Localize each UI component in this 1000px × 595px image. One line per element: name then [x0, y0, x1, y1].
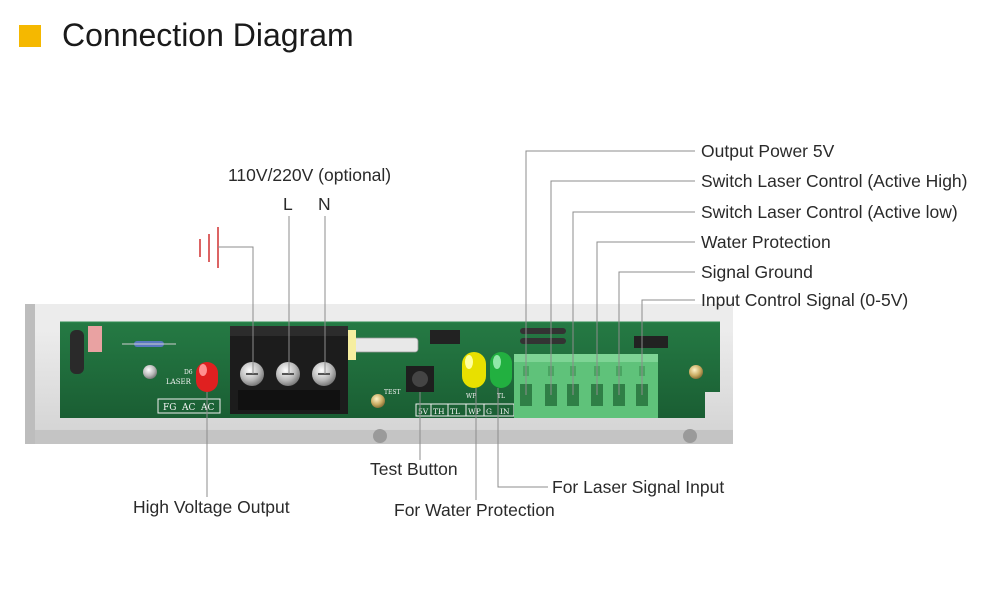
- pcb-pin-text-1: TH: [433, 407, 445, 416]
- leader-right-5: [641, 299, 695, 395]
- transistor: [634, 336, 668, 348]
- pcb-text-laser: LASER: [166, 378, 192, 386]
- pcb-text-d6: D6: [184, 369, 193, 376]
- pcb-pin-text-4: G: [486, 407, 492, 416]
- diode-1: [520, 328, 566, 334]
- pcb-pin-text-0: 5V: [418, 407, 429, 416]
- led-green: [490, 352, 512, 388]
- leader-right-4: [618, 271, 695, 395]
- ground-icon: [199, 227, 219, 268]
- pcb-pin-text-2: TL: [450, 407, 460, 416]
- label-right-0: Output Power 5V: [701, 141, 835, 161]
- signal-terminal-connector: [514, 354, 658, 418]
- label-laser-signal-input: For Laser Signal Input: [552, 477, 724, 497]
- test-button[interactable]: [406, 366, 434, 392]
- label-right-2: Switch Laser Control (Active low): [701, 202, 958, 222]
- pink-component: [88, 326, 102, 352]
- leader-lines: [206, 150, 695, 500]
- led-yellow: [462, 352, 486, 388]
- mount-screw-center: [371, 394, 385, 408]
- led-red: [196, 362, 218, 392]
- label-water-protection-input: For Water Protection: [394, 500, 555, 520]
- ic-chip: [430, 330, 460, 344]
- label-test-button: Test Button: [370, 459, 458, 479]
- pcb-pin-text-5: IN: [500, 407, 510, 416]
- leader-right-1: [550, 180, 695, 395]
- label-supply: 110V/220V (optional): [228, 165, 391, 185]
- pcb-text-test: TEST: [384, 389, 401, 396]
- page-title: Connection Diagram: [62, 17, 354, 53]
- label-high-voltage-output: High Voltage Output: [133, 497, 290, 517]
- pcb-text-fg: FG: [163, 403, 176, 413]
- inductor: [70, 330, 84, 374]
- leader-laser-signal: [497, 388, 548, 488]
- leader-right-2: [572, 211, 695, 395]
- pcb-pin-text-3: WP: [468, 407, 481, 416]
- leader-ground: [218, 246, 254, 374]
- label-right-4: Signal Ground: [701, 262, 813, 282]
- mount-screw-left: [143, 365, 157, 379]
- leader-right-0: [525, 150, 695, 395]
- pcb-text-tl: TL: [497, 393, 505, 400]
- mount-screw-right: [689, 365, 703, 379]
- label-neutral: N: [318, 194, 331, 214]
- leader-right-3: [596, 241, 695, 395]
- label-live: L: [283, 194, 293, 214]
- title-marker: [19, 25, 41, 47]
- pcb-text-wp: WP: [466, 393, 476, 400]
- label-right-3: Water Protection: [701, 232, 831, 252]
- label-right-1: Switch Laser Control (Active High): [701, 171, 967, 191]
- pcb-text-ac1: AC: [181, 403, 195, 413]
- fuse: [351, 337, 419, 353]
- diode-2: [520, 338, 566, 344]
- fuse-holder: [348, 330, 356, 360]
- label-right-5: Input Control Signal (0-5V): [701, 290, 908, 310]
